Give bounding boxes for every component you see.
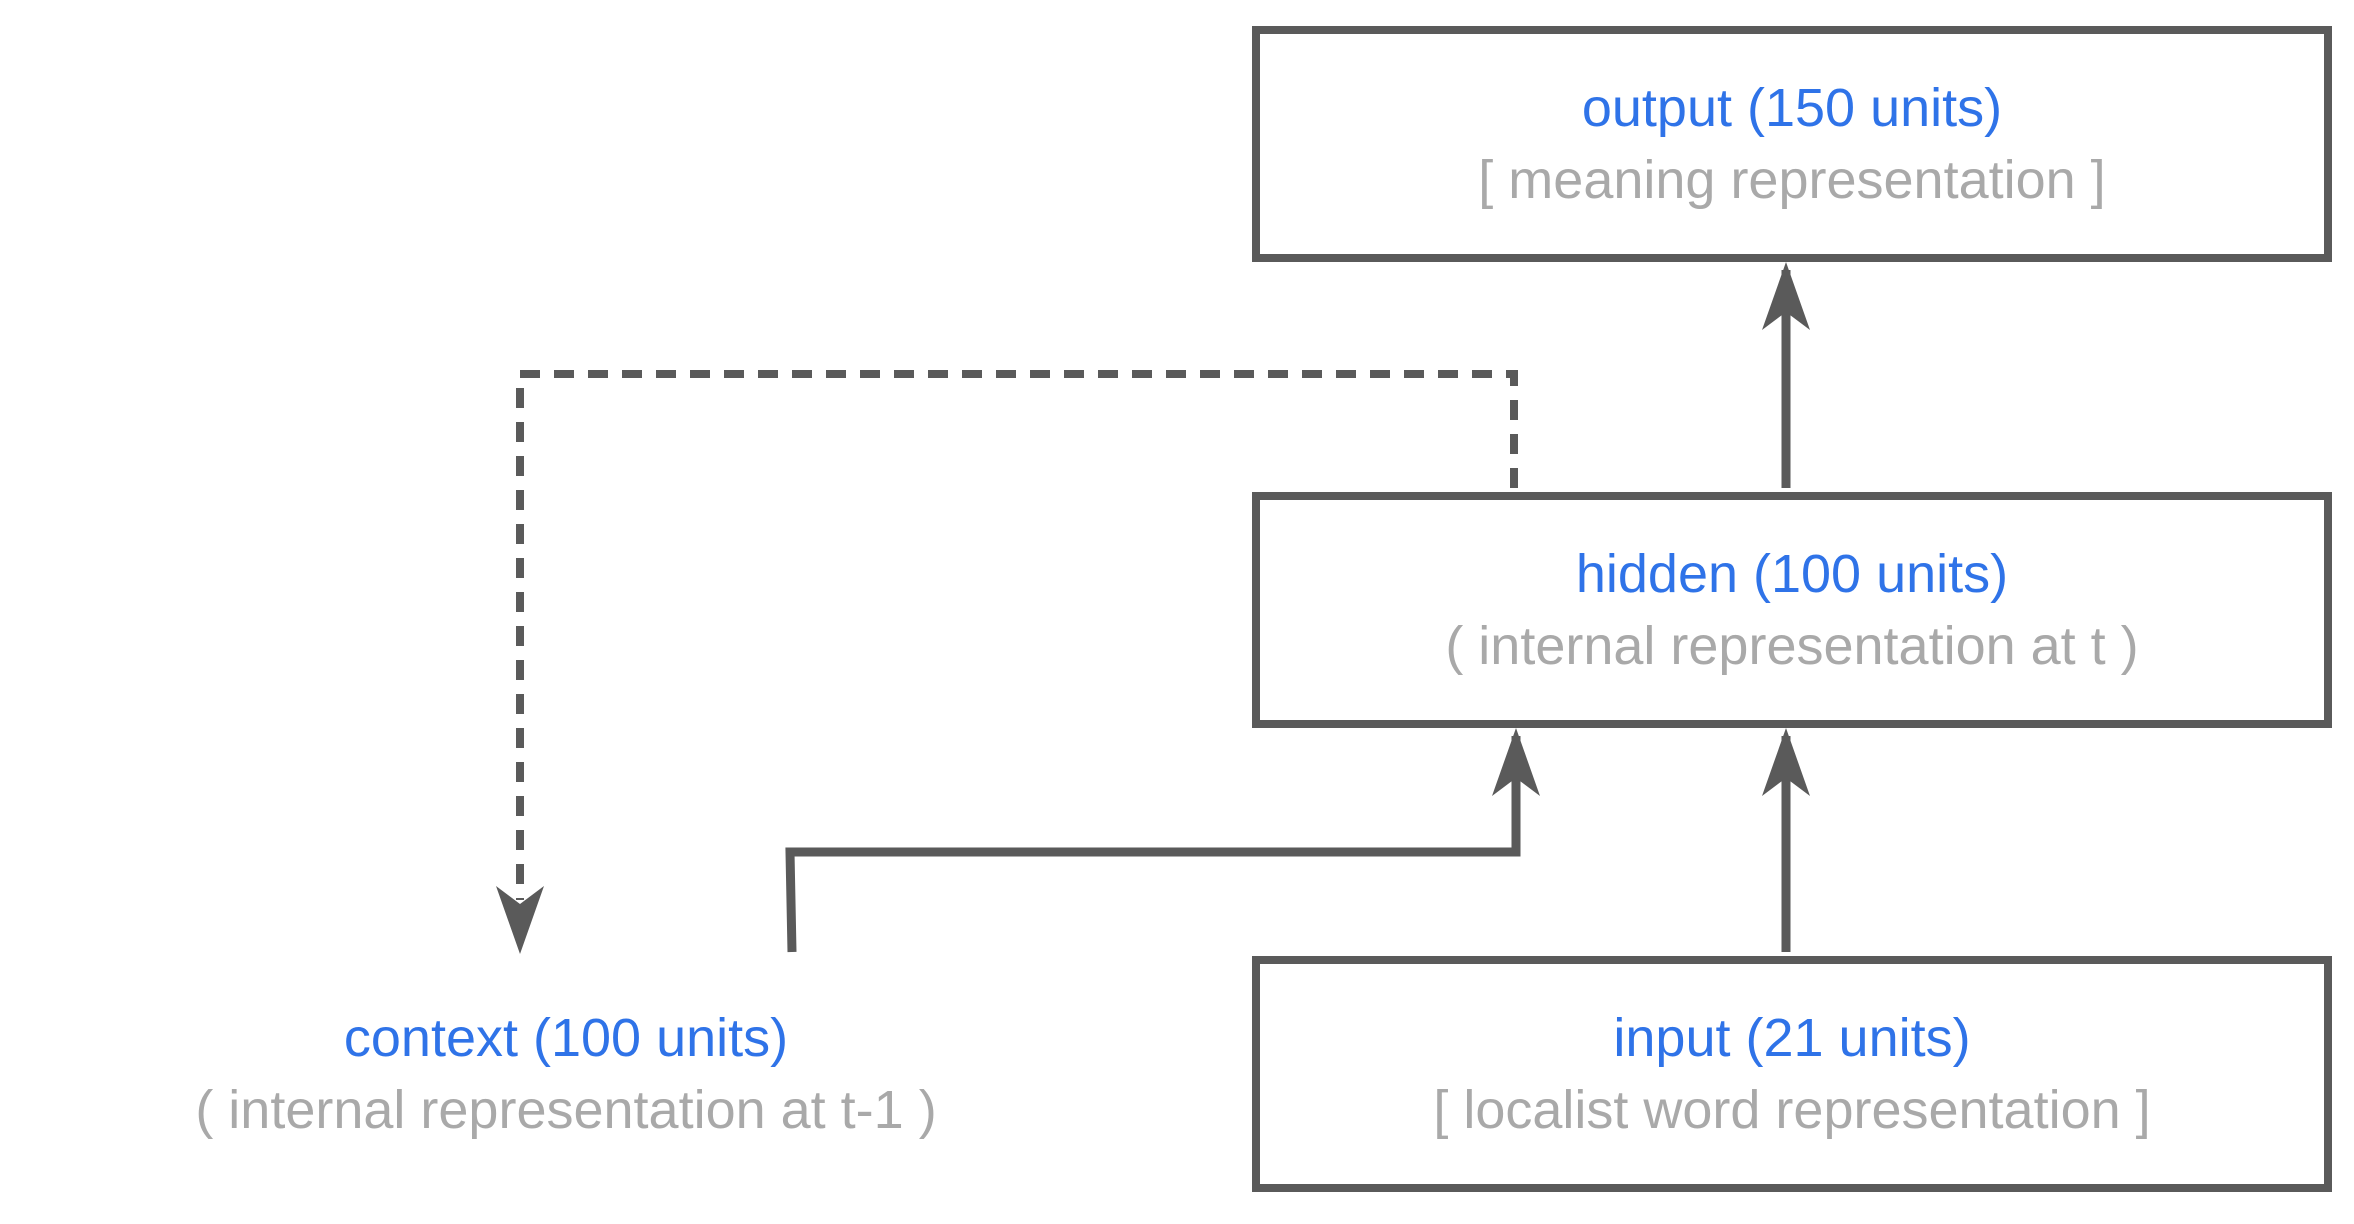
edge-context-to-hidden: [785, 736, 1521, 953]
context-layer-subtitle: ( internal representation at t-1 ): [195, 1080, 937, 1140]
arrowhead-hidden-from-input: [1762, 728, 1810, 796]
arrowhead-output: [1762, 262, 1810, 330]
output-layer-box: output (150 units) [ meaning representat…: [1252, 26, 2332, 262]
output-layer-subtitle: [ meaning representation ]: [1478, 150, 2106, 210]
input-layer-subtitle: [ localist word representation ]: [1433, 1080, 2151, 1140]
output-layer-title: output (150 units): [1581, 78, 2003, 138]
arrowhead-hidden-from-context: [1492, 728, 1540, 796]
hidden-layer-title: hidden (100 units): [1575, 544, 2009, 604]
input-layer-box: input (21 units) [ localist word represe…: [1252, 956, 2332, 1192]
hidden-layer-box: hidden (100 units) ( internal representa…: [1252, 492, 2332, 728]
context-layer-box: context (100 units) ( internal represent…: [26, 956, 1106, 1192]
edge-hidden-to-context: [516, 370, 1518, 900]
context-layer-title: context (100 units): [343, 1008, 789, 1068]
input-layer-title: input (21 units): [1613, 1008, 1971, 1068]
arrowhead-context: [496, 886, 544, 954]
hidden-layer-subtitle: ( internal representation at t ): [1445, 616, 2139, 676]
